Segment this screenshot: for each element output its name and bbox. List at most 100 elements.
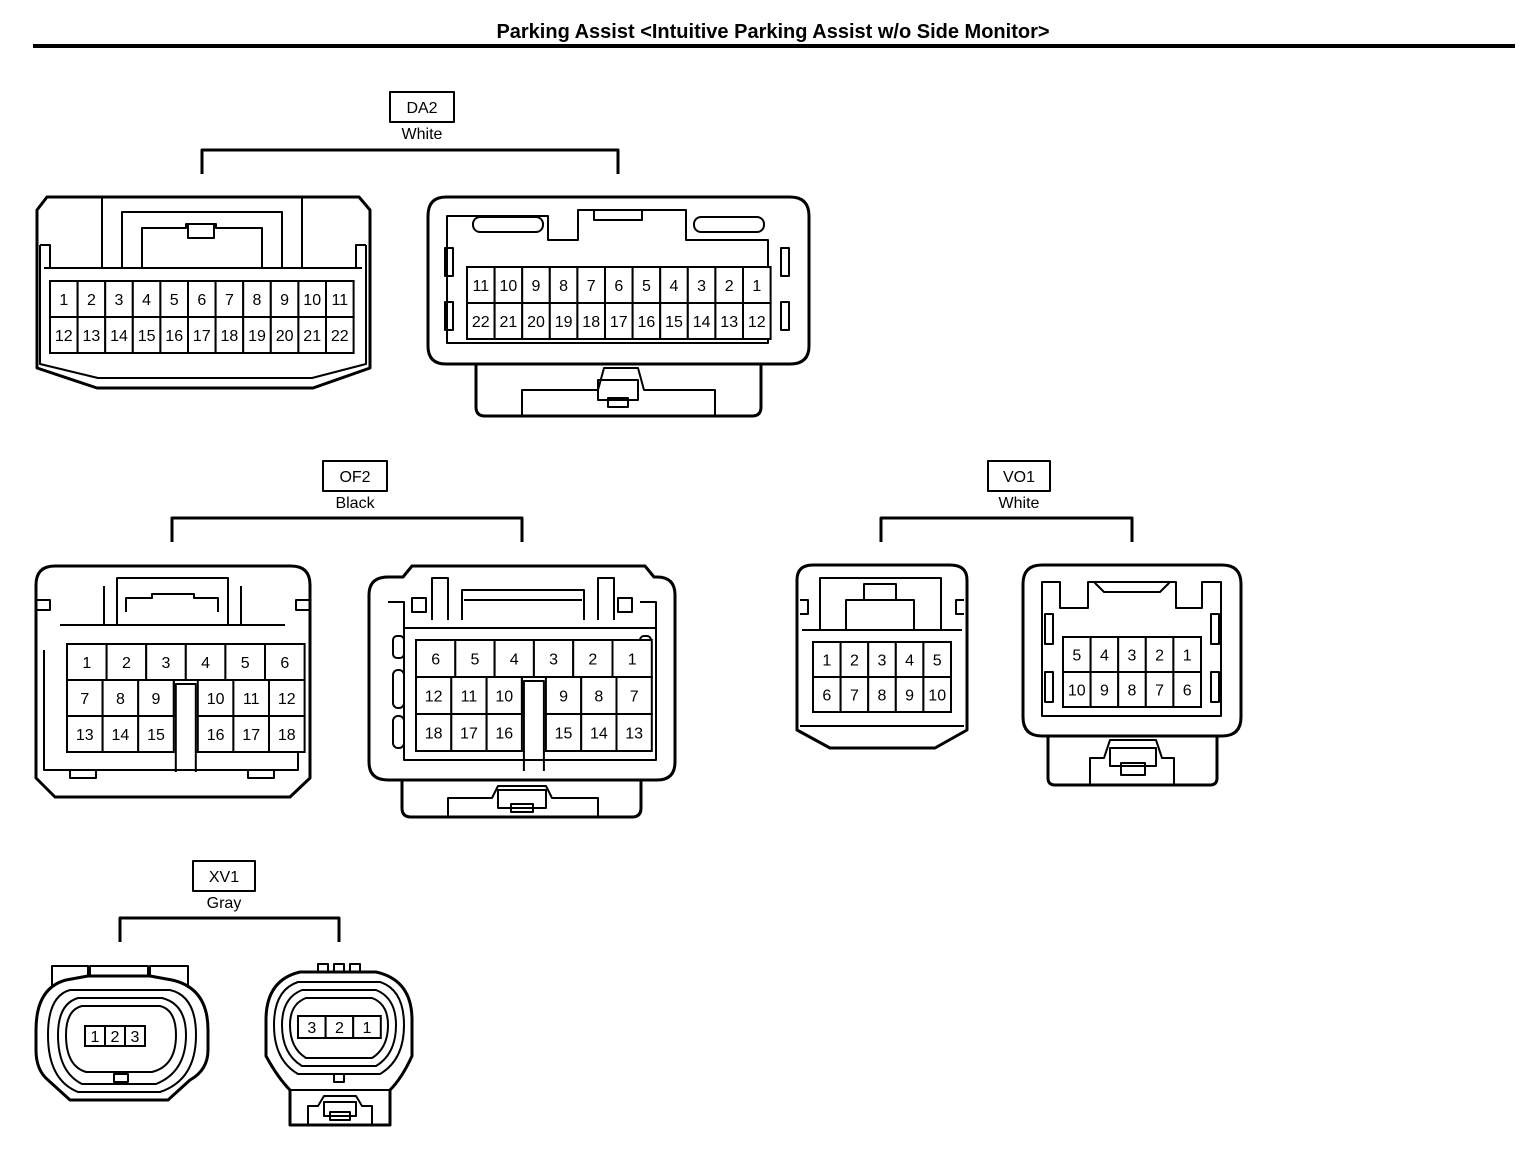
pin-number: 5 — [933, 653, 942, 670]
pin-cell — [242, 316, 272, 354]
pin-number: 20 — [276, 328, 294, 345]
pin-cell — [1144, 636, 1175, 673]
pin-cell — [922, 641, 953, 678]
pin-cell — [224, 643, 266, 681]
pin-cell — [264, 643, 306, 681]
pin-cell — [242, 280, 272, 318]
pin-cell — [1062, 636, 1092, 673]
pin-number: 21 — [500, 314, 518, 331]
pin-cell — [101, 715, 140, 753]
pin-number: 2 — [588, 652, 597, 669]
pin-number: 19 — [248, 328, 266, 345]
pin-cell — [137, 715, 175, 753]
pin-number: 17 — [610, 314, 628, 331]
pin-cell — [1172, 671, 1203, 708]
pin-number: 6 — [822, 688, 831, 705]
pin-cell — [615, 713, 653, 752]
pin-cell — [124, 1025, 146, 1047]
pin-number: 16 — [165, 328, 183, 345]
pin-number: 7 — [80, 691, 89, 708]
pin-number: 4 — [142, 292, 151, 309]
pin-number: 6 — [280, 655, 289, 672]
pin-number: 5 — [241, 655, 250, 672]
pin-number: 18 — [278, 727, 296, 744]
pin-number: 4 — [1100, 648, 1109, 665]
connector-code-box — [322, 460, 388, 492]
pin-number: 2 — [87, 292, 96, 309]
pin-cell — [485, 676, 523, 715]
pin-number: 4 — [201, 655, 210, 672]
pin-number: 3 — [1128, 648, 1137, 665]
pin-cell — [742, 302, 772, 340]
pin-number: 1 — [59, 292, 68, 309]
pin-number: 15 — [147, 727, 165, 744]
connector-code-label: DA2 — [406, 100, 437, 117]
pin-number: 1 — [82, 655, 91, 672]
connector-housing-left — [795, 563, 969, 750]
connector-code-box — [389, 91, 455, 123]
pin-cell — [466, 302, 496, 340]
pin-cell — [714, 302, 745, 340]
pin-cell — [615, 676, 653, 715]
pin-number: 21 — [303, 328, 321, 345]
pin-number: 22 — [472, 314, 490, 331]
pin-number: 11 — [331, 292, 348, 309]
pin-number: 4 — [905, 653, 914, 670]
pin-cell — [548, 302, 579, 340]
connector-color-label: Black — [335, 495, 375, 512]
pin-number: 2 — [122, 655, 131, 672]
pin-number: 14 — [590, 726, 608, 743]
connector-housing-left — [35, 195, 372, 390]
pin-cell — [184, 643, 227, 681]
pin-number: 5 — [1072, 648, 1081, 665]
pin-number: 11 — [472, 278, 489, 295]
pin-number: 8 — [594, 689, 603, 706]
pin-number: 10 — [207, 691, 225, 708]
pin-number: 8 — [878, 688, 887, 705]
pin-number: 12 — [748, 314, 766, 331]
pin-number: 9 — [280, 292, 289, 309]
pin-cell — [544, 676, 583, 715]
pin-number: 11 — [243, 691, 260, 708]
pin-number: 14 — [112, 727, 130, 744]
pin-cell — [325, 316, 355, 354]
pin-cell — [1062, 671, 1092, 708]
pin-cell — [1144, 671, 1175, 708]
pin-number: 4 — [510, 652, 519, 669]
connector-housing-right — [264, 963, 414, 1127]
pin-cell — [450, 713, 488, 752]
pin-cell — [1117, 671, 1147, 708]
pin-cell — [742, 266, 772, 304]
pin-number: 9 — [1100, 683, 1109, 700]
pin-cell — [611, 639, 653, 678]
pin-cell — [352, 1015, 382, 1039]
pin-number: 2 — [725, 278, 734, 295]
pin-number: 3 — [307, 1020, 316, 1037]
pin-number: 18 — [582, 314, 600, 331]
pin-number: 17 — [242, 727, 260, 744]
pin-number: 2 — [850, 653, 859, 670]
connector-bracket — [170, 516, 524, 542]
pin-number: 10 — [303, 292, 321, 309]
pin-number: 11 — [461, 689, 478, 706]
connector-color-label: Gray — [207, 895, 242, 912]
pin-number: 20 — [527, 314, 545, 331]
pin-number: 5 — [642, 278, 651, 295]
pin-number: 7 — [225, 292, 234, 309]
pin-number: 16 — [495, 726, 513, 743]
pin-number: 12 — [55, 328, 73, 345]
pin-number: 2 — [1155, 648, 1164, 665]
pin-number: 10 — [500, 278, 518, 295]
connector-housing-right — [367, 564, 677, 819]
connector-bracket — [200, 148, 620, 174]
connector-code-label: XV1 — [209, 869, 239, 886]
pin-number: 8 — [1128, 683, 1137, 700]
pin-cell — [187, 316, 217, 354]
pin-cell — [839, 676, 870, 713]
pin-number: 15 — [138, 328, 156, 345]
pin-number: 1 — [1183, 648, 1192, 665]
